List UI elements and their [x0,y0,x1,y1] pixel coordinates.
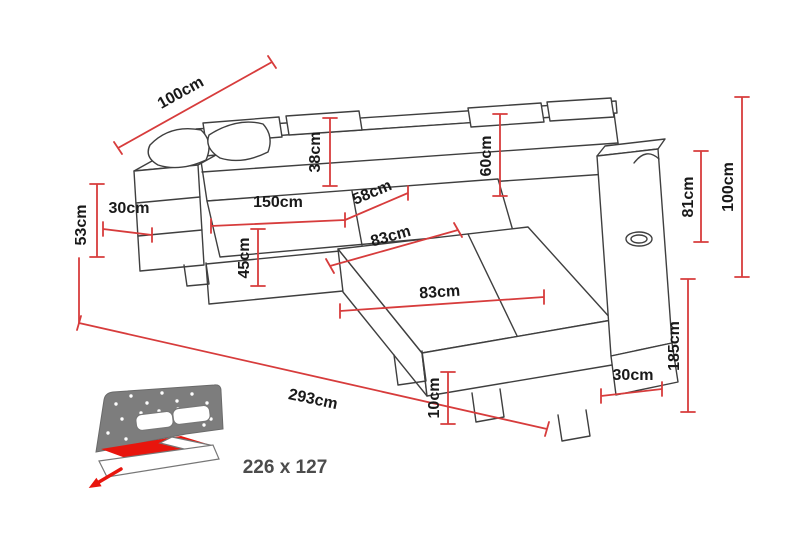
dim-line-back-cushion-height [322,117,338,187]
dim-line-backrest-height [492,113,508,197]
label-seat-width: 150cm [253,194,303,211]
sofa-leg [471,388,505,423]
label-backrest-height: 60cm [478,136,495,177]
bed-icon-pillow [172,404,211,426]
left-armrest-front [133,164,205,272]
sofa-drawing [133,97,679,442]
dim-line-right-arm-width [600,381,663,404]
seat-base-front [205,250,344,305]
dim-line-back-height [693,150,709,243]
dim-line-total-depth [680,278,696,413]
sofa-leg [393,350,427,386]
label-seat-height: 45cm [236,238,253,279]
pillow [147,127,210,169]
headrest [467,102,545,128]
label-total-height: 100cm [720,162,737,212]
label-left-arm-height: 53cm [73,205,90,246]
seat-seam [351,190,363,246]
headrest [546,97,615,122]
dim-line-chaise-length [339,289,545,319]
pillow [207,121,271,162]
dim-line-leg-height [440,371,456,425]
label-total-width: 293cm [287,386,339,413]
bed-icon-unfold-arrow [88,467,123,488]
label-back-height: 81cm [680,177,697,218]
label-top-depth: 100cm [155,74,207,113]
sofa-leg [557,409,591,442]
dim-line-total-height [734,96,750,278]
dim-line-left-arm-height [89,183,105,258]
sleeping-area-size: 226 x 127 [243,457,328,478]
cupholder-icon [625,231,653,247]
headrest [285,110,363,136]
dimension-lines [76,55,750,437]
cupholder-inner [630,234,648,244]
label-right-arm-width: 30cm [613,367,654,384]
armrest-strap [633,153,660,164]
label-left-arm-width: 30cm [109,200,150,217]
label-total-depth: 185cm [666,321,683,371]
bed-icon-base [98,444,220,478]
dim-line-left-arm-width [102,221,153,243]
right-armrest-front [596,148,673,357]
label-chaise-length: 83cm [419,283,461,303]
sofa-back-seam [201,142,619,173]
dim-line-seat-depth [344,185,409,221]
chaise-seam [467,233,521,343]
dim-line-seat-height [250,228,266,287]
sofa-bed-icon [88,384,224,488]
dim-line-top-depth [113,55,277,155]
sofa-leg [183,262,210,287]
label-leg-height: 10cm [426,378,443,419]
dimension-labels: 100cm 53cm 30cm 38cm 150cm 58cm 45cm 83c… [73,74,737,419]
label-back-cushion-height: 38cm [307,132,324,173]
bed-icon-stars [106,391,213,441]
dim-line-chaise-width [325,222,463,274]
